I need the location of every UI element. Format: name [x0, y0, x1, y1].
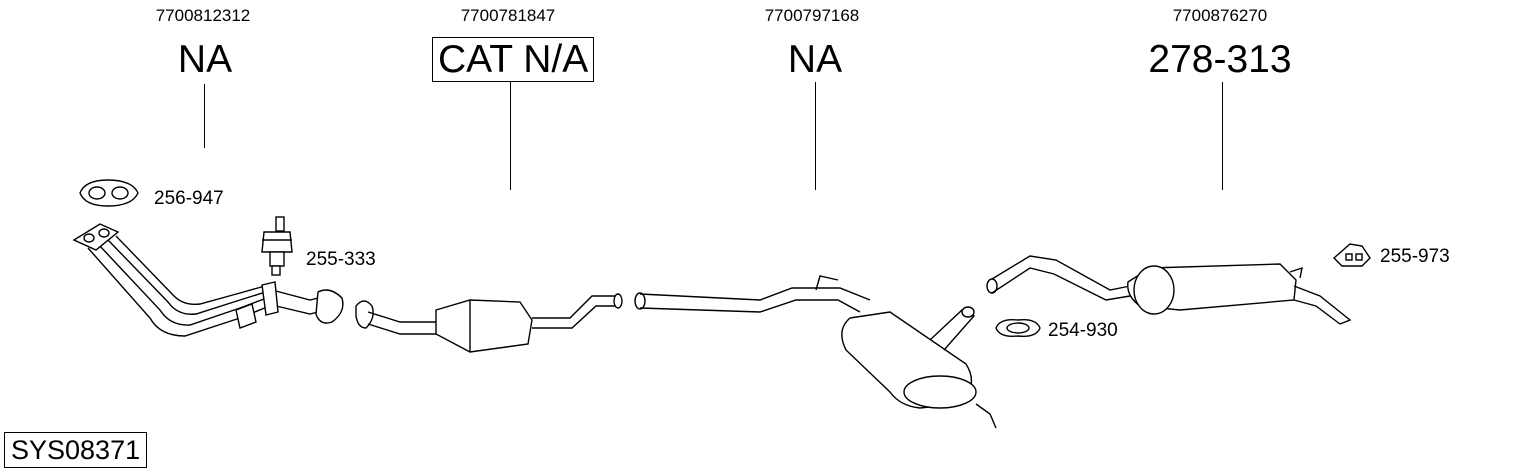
drawing-code: SYS08371 [4, 432, 148, 468]
part-label-catalyst: CAT N/A [432, 37, 595, 82]
label-mounting-rubber: 255-333 [306, 249, 376, 270]
front-pipe-icon [72, 223, 344, 337]
leader-line-rear-silencer [1222, 82, 1223, 190]
label-gasket: 256-947 [154, 188, 224, 209]
leader-line-front-pipe [204, 84, 205, 148]
gasket-icon [79, 179, 139, 207]
oe-number-front-pipe: 7700812312 [155, 6, 251, 25]
catalyst-pipe-icon [355, 293, 623, 353]
oe-number-catalyst: 7700781847 [460, 6, 556, 25]
oe-number-rear-silencer: 7700876270 [1172, 6, 1268, 25]
part-label-catalyst-box: CAT N/A [432, 37, 595, 82]
label-hanger-rubber: 255-973 [1380, 246, 1450, 267]
leader-line-catalyst [510, 82, 511, 190]
part-label-centre-silencer: NA [787, 38, 843, 81]
clamp-icon [995, 318, 1041, 338]
centre-silencer-icon [634, 275, 997, 429]
part-label-front-pipe: NA [177, 38, 233, 81]
label-clamp: 254-930 [1048, 320, 1118, 341]
leader-line-centre-silencer [815, 82, 816, 190]
rear-silencer-icon [986, 255, 1352, 325]
oe-number-centre-silencer: 7700797168 [764, 6, 860, 25]
mounting-rubber-icon [261, 216, 293, 276]
part-label-rear-silencer: 278-313 [1148, 38, 1292, 81]
hanger-rubber-icon [1332, 243, 1371, 267]
